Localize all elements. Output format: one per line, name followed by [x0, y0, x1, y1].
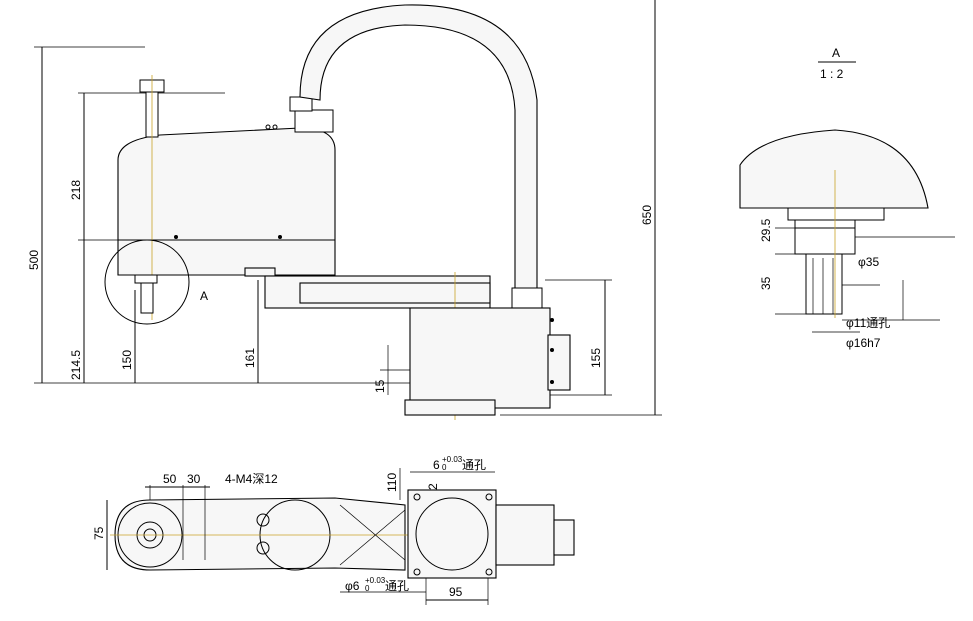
side-view: A 500 218 214.5 150 161 15 155 650 [27, 0, 662, 420]
top-dim-30: 30 [187, 472, 201, 486]
dim-height-500: 500 [27, 250, 41, 270]
detail-callout-label: A [200, 289, 208, 303]
dim-column-155: 155 [589, 348, 603, 368]
detail-scale: 1 : 2 [820, 67, 844, 81]
bottom-hole-tol-lower: 0 [365, 584, 370, 593]
dim-robot-650: 650 [640, 205, 654, 225]
top-dim-75: 75 [92, 526, 106, 540]
top-hole-suffix: 通孔 [462, 458, 486, 472]
top-view: 50 30 4-M4深12 75 110 2 6 +0.03 0 通孔 φ6 +… [92, 455, 575, 605]
dim-arm-161: 161 [243, 348, 257, 368]
detail-view: A 1 : 2 29.5 35 φ35 φ11通孔 φ16h7 [739, 46, 955, 350]
top-dim-95: 95 [449, 585, 463, 599]
dim-base-214-5: 214.5 [69, 350, 83, 380]
detail-dim-29-5: 29.5 [759, 218, 773, 242]
top-dim-50: 50 [163, 472, 177, 486]
top-hole-tol-lower: 0 [442, 463, 447, 472]
top-hole-dia: 6 [433, 458, 440, 472]
bottom-hole-suffix: 通孔 [385, 579, 409, 593]
top-hole-tol-upper: +0.03 [442, 455, 463, 464]
dim-upper-arm-218: 218 [69, 180, 83, 200]
detail-flange-dia: φ35 [858, 255, 879, 269]
detail-hole-dia: φ11通孔 [846, 316, 890, 330]
detail-dim-35: 35 [759, 276, 773, 290]
bottom-hole-dia: φ6 [345, 579, 360, 593]
top-tapped-holes: 4-M4深12 [225, 472, 278, 486]
detail-shaft-dia: φ16h7 [846, 336, 881, 350]
detail-title: A [832, 46, 840, 60]
top-dim-2: 2 [426, 483, 440, 490]
bottom-hole-tol-upper: +0.03 [365, 576, 386, 585]
top-dim-110: 110 [385, 473, 399, 492]
dim-shaft-150: 150 [120, 350, 134, 370]
dim-step-15: 15 [373, 379, 387, 393]
